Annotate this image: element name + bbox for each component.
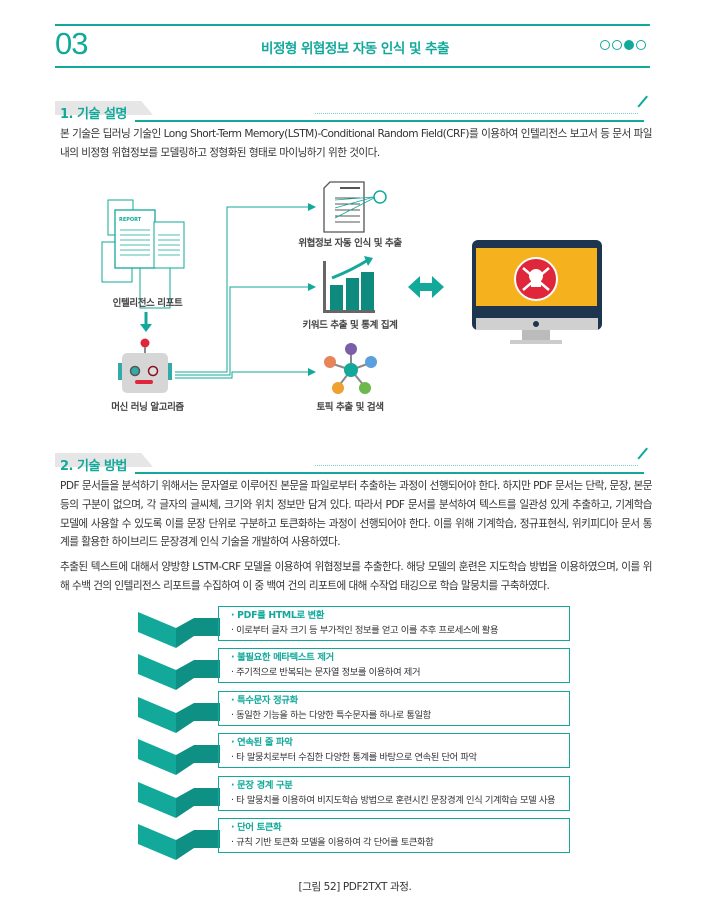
- report-text: REPORT: [119, 217, 142, 223]
- robot-icon: [118, 338, 172, 393]
- report-documents-icon: REPORT: [101, 199, 185, 309]
- process-step: · 불필요한 메타텍스트 제거 · 주기적으로 반복되는 문자열 정보를 이용하…: [138, 648, 570, 691]
- arrow-down-icon: [140, 324, 152, 332]
- report-label: 인텔리전스 리포트: [112, 298, 183, 309]
- chevron-down-icon: [138, 739, 220, 776]
- chevron-down-icon: [138, 654, 220, 691]
- step-description: · 타 말뭉치를 이용하여 비지도학습 방법으로 훈련시킨 문장경계 인식 기계…: [231, 794, 556, 806]
- page-indicator: [600, 40, 646, 50]
- process-step: · 연속된 줄 파악 · 타 말뭉치로부터 수집한 다양한 통계를 바탕으로 연…: [138, 733, 570, 776]
- header-top-rule: [55, 24, 650, 26]
- step-box: · 특수문자 정규화 · 동일한 기능을 하는 다양한 특수문자를 하나로 통일…: [218, 690, 570, 726]
- figure-caption: [그림 52] PDF2TXT 과정.: [298, 881, 412, 893]
- output-label-2: 키워드 추출 및 통계 집계: [302, 320, 398, 331]
- step-description: · 주기적으로 반복되는 문자열 정보를 이용하여 제거: [231, 667, 421, 679]
- page-dot-active: [624, 40, 634, 50]
- section-2-heading: 2. 기술 방법: [60, 459, 127, 474]
- step-box: · PDF를 HTML로 변환 · 이로부터 글자 크기 등 부가적인 정보를 …: [218, 606, 570, 641]
- section-2-heading-bar: 2. 기술 방법: [55, 447, 652, 475]
- step-description: · 이로부터 글자 크기 등 부가적인 정보를 얻고 이를 추후 프로세스에 활…: [231, 625, 499, 636]
- step-box: · 단어 토큰화 · 규칙 기반 토큰화 모델을 이용하여 각 단어를 토큰화함: [218, 818, 570, 853]
- section-1-body: 본 기술은 딥러닝 기술인 Long Short-Term Memory(LST…: [60, 128, 653, 159]
- infected-monitor-icon: [472, 240, 602, 344]
- chevron-down-icon: [138, 824, 220, 860]
- process-step: · 문장 경계 구분 · 타 말뭉치를 이용하여 비지도학습 방법으로 훈련시킨…: [138, 775, 570, 818]
- step-box: · 연속된 줄 파악 · 타 말뭉치로부터 수집한 다양한 통계를 바탕으로 연…: [218, 733, 570, 769]
- step-title: · PDF를 HTML로 변환: [231, 610, 325, 621]
- header-bottom-rule: [55, 66, 650, 68]
- overview-diagram: REPORT: [90, 170, 630, 420]
- step-box: · 불필요한 메타텍스트 제거 · 주기적으로 반복되는 문자열 정보를 이용하…: [218, 648, 570, 684]
- chevron-down-icon: [138, 696, 220, 733]
- page-dot: [600, 40, 610, 50]
- step-description: · 타 말뭉치로부터 수집한 다양한 통계를 바탕으로 연속된 단어 파악: [231, 752, 477, 764]
- process-step: · 특수문자 정규화 · 동일한 기능을 하는 다양한 특수문자를 하나로 통일…: [138, 690, 570, 733]
- step-title: · 연속된 줄 파악: [231, 737, 293, 749]
- section-1-heading-bar: 1. 기술 설명: [55, 95, 652, 123]
- page-dot: [636, 40, 646, 50]
- section-1-heading: 1. 기술 설명: [60, 107, 127, 122]
- double-arrow-icon: [408, 276, 444, 298]
- page-dot: [612, 40, 622, 50]
- step-title: · 불필요한 메타텍스트 제거: [231, 652, 334, 664]
- process-step: · 단어 토큰화 · 규칙 기반 토큰화 모델을 이용하여 각 단어를 토큰화함: [138, 818, 570, 860]
- step-description: · 동일한 기능을 하는 다양한 특수문자를 하나로 통일함: [231, 709, 431, 721]
- ml-label: 머신 러닝 알고리즘: [111, 402, 184, 413]
- chevron-down-icon: [138, 612, 220, 648]
- chapter-number: 03: [55, 26, 88, 61]
- step-title: · 단어 토큰화: [231, 822, 282, 833]
- chevron-down-icon: [138, 781, 220, 818]
- section-2-paragraph-1: PDF 문서들을 분석하기 위해서는 문자열로 이루어진 본문을 파일로부터 추…: [60, 480, 653, 549]
- step-box: · 문장 경계 구분 · 타 말뭉치를 이용하여 비지도학습 방법으로 훈련시킨…: [218, 775, 570, 811]
- bar-chart-growth-icon: [323, 256, 375, 313]
- page-title: 비정형 위협정보 자동 인식 및 추출: [261, 41, 449, 57]
- output-label-3: 토픽 추출 및 검색: [316, 402, 384, 413]
- step-description: · 규칙 기반 토큰화 모델을 이용하여 각 단어를 토큰화함: [231, 837, 434, 848]
- step-title: · 문장 경계 구분: [231, 779, 293, 791]
- section-2-paragraph-2: 추출된 텍스트에 대해서 양방향 LSTM-CRF 모델을 이용하여 위협정보를…: [60, 561, 653, 592]
- output-label-1: 위협정보 자동 인식 및 추출: [298, 238, 402, 249]
- process-step: · PDF를 HTML로 변환 · 이로부터 글자 크기 등 부가적인 정보를 …: [138, 606, 570, 648]
- document-extraction-icon: [323, 181, 387, 233]
- topic-network-icon: [324, 343, 377, 394]
- step-title: · 특수문자 정규화: [231, 694, 298, 706]
